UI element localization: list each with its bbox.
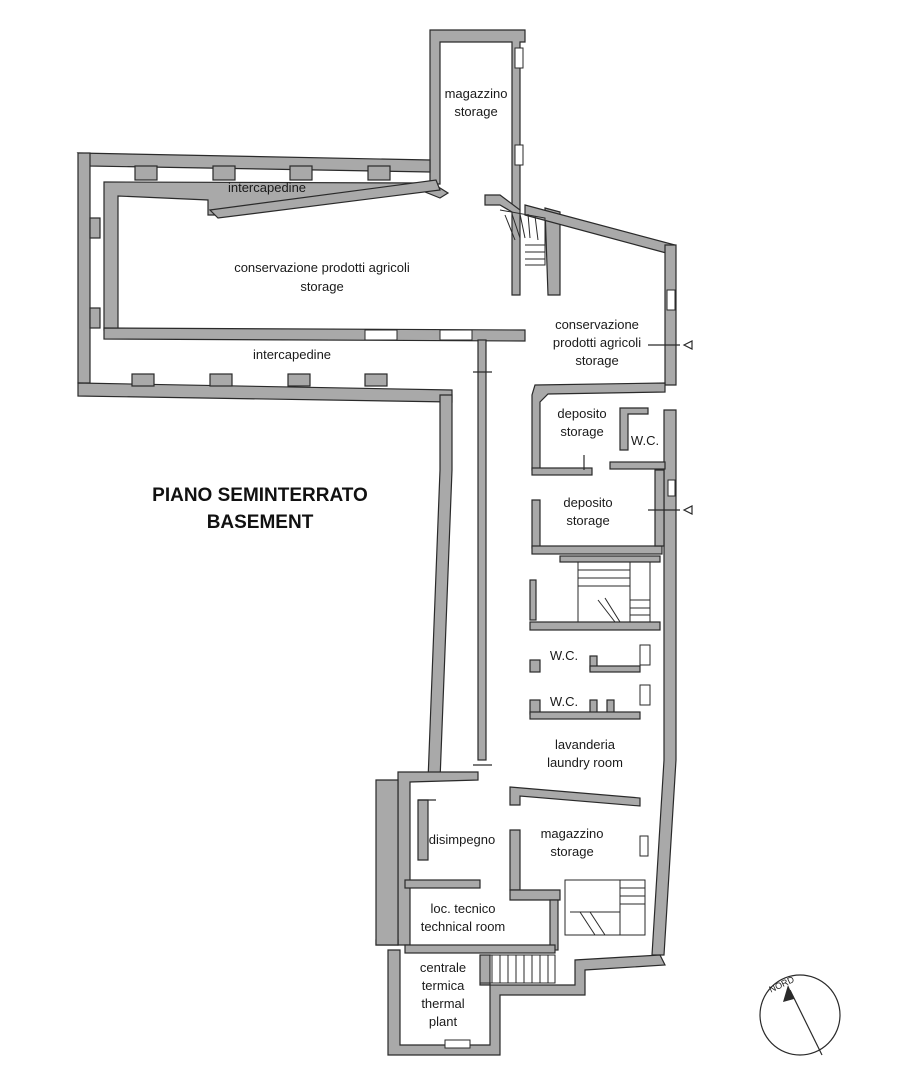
svg-text:storage: storage — [454, 104, 497, 119]
north-label: NORD — [767, 974, 796, 994]
svg-text:disimpegno: disimpegno — [429, 832, 496, 847]
svg-text:lavanderia: lavanderia — [555, 737, 616, 752]
title-english: BASEMENT — [207, 512, 314, 533]
svg-text:plant: plant — [429, 1014, 458, 1029]
room-label-wc-3: W.C. — [550, 694, 578, 709]
svg-text:deposito: deposito — [563, 495, 612, 510]
room-label-disimpegno: disimpegno — [429, 832, 496, 847]
svg-text:prodotti agricoli: prodotti agricoli — [553, 335, 641, 350]
room-label-wc-1: W.C. — [631, 433, 659, 448]
room-label-deposito-2: deposito storage — [563, 495, 612, 528]
svg-text:centrale: centrale — [420, 960, 466, 975]
svg-text:W.C.: W.C. — [550, 694, 578, 709]
svg-text:thermal: thermal — [421, 996, 464, 1011]
room-label-intercapedine-top: intercapedine — [228, 180, 306, 195]
svg-text:conservazione prodotti agricol: conservazione prodotti agricoli — [234, 260, 410, 275]
room-label-centrale-termica: centrale termica thermal plant — [420, 960, 466, 1029]
title-italian: PIANO SEMINTERRATO — [152, 485, 368, 506]
svg-text:storage: storage — [560, 424, 603, 439]
svg-text:storage: storage — [550, 844, 593, 859]
svg-text:storage: storage — [566, 513, 609, 528]
plan-title: PIANO SEMINTERRATO BASEMENT — [152, 485, 368, 533]
svg-text:technical room: technical room — [421, 919, 506, 934]
svg-text:termica: termica — [422, 978, 465, 993]
north-compass: NORD — [759, 974, 841, 1056]
svg-text:W.C.: W.C. — [631, 433, 659, 448]
room-label-conservazione-main: conservazione prodotti agricoli storage — [234, 260, 410, 294]
svg-text:storage: storage — [300, 279, 343, 294]
svg-text:intercapedine: intercapedine — [253, 347, 331, 362]
room-label-loc-tecnico: loc. tecnico technical room — [421, 901, 506, 934]
svg-text:magazzino: magazzino — [541, 826, 604, 841]
room-label-deposito-1: deposito storage — [557, 406, 606, 439]
svg-text:loc. tecnico: loc. tecnico — [430, 901, 495, 916]
stairs — [479, 209, 651, 984]
svg-text:magazzino: magazzino — [445, 86, 508, 101]
svg-text:storage: storage — [575, 353, 618, 368]
svg-text:conservazione: conservazione — [555, 317, 639, 332]
room-labels: magazzino storage intercapedine conserva… — [228, 86, 659, 1029]
room-label-conservazione-right: conservazione prodotti agricoli storage — [553, 317, 641, 368]
windows — [364, 47, 676, 1049]
walls — [76, 29, 677, 1056]
room-label-wc-2: W.C. — [550, 648, 578, 663]
room-label-lavanderia: lavanderia laundry room — [547, 737, 623, 770]
room-label-magazzino-bottom: magazzino storage — [541, 826, 604, 859]
svg-text:laundry room: laundry room — [547, 755, 623, 770]
svg-text:W.C.: W.C. — [550, 648, 578, 663]
svg-text:deposito: deposito — [557, 406, 606, 421]
room-label-intercapedine-bottom: intercapedine — [253, 347, 331, 362]
svg-text:intercapedine: intercapedine — [228, 180, 306, 195]
room-label-magazzino-top: magazzino storage — [445, 86, 508, 119]
annotation-marks — [418, 340, 693, 801]
